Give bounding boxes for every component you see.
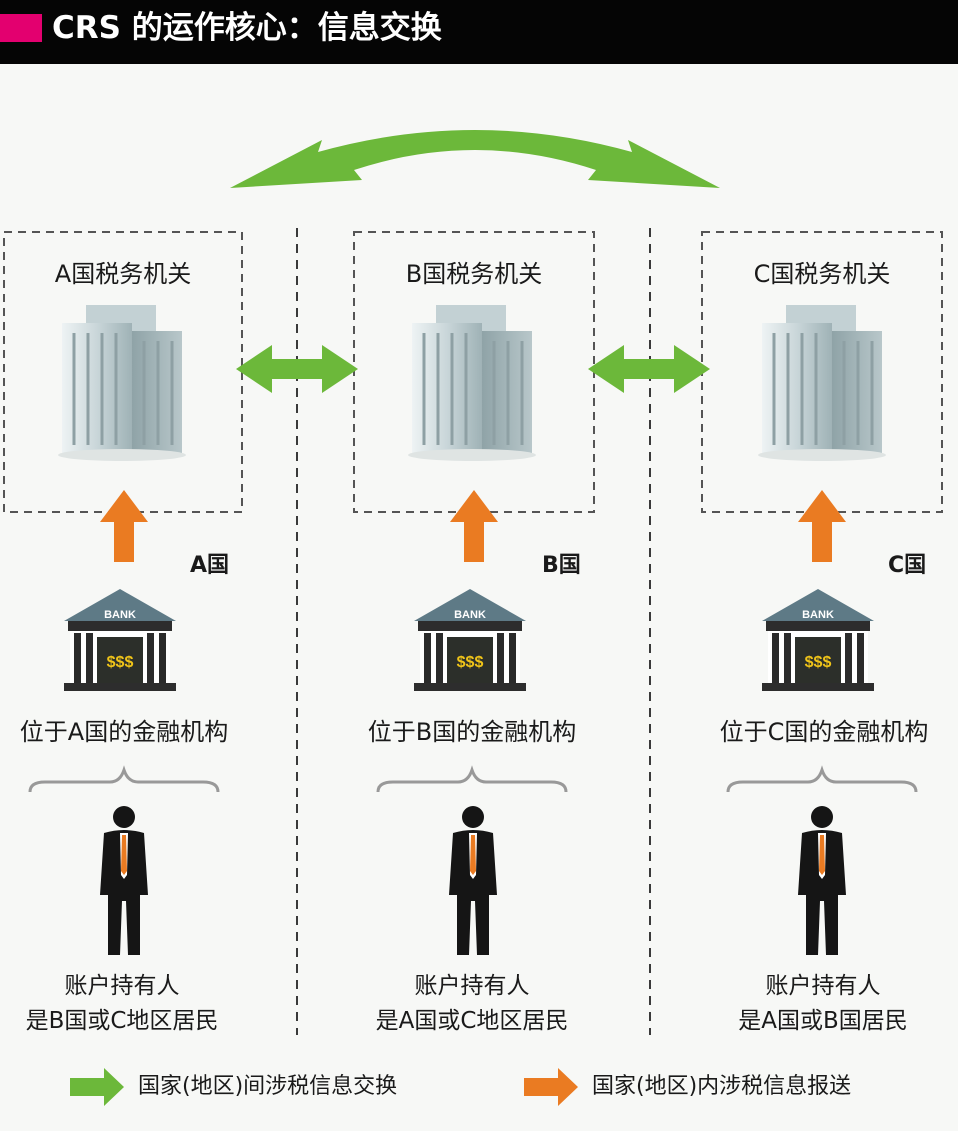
bank-sign: BANK <box>454 609 486 621</box>
bank-icon: BANK $$$ <box>762 589 874 691</box>
country-label: C国 <box>888 553 927 578</box>
brace-icon <box>28 765 220 793</box>
brace-icon <box>376 765 568 793</box>
exchange-arrow-a-c <box>230 130 720 188</box>
country-label: B国 <box>542 553 581 578</box>
account-holder-person-icon <box>449 806 497 955</box>
bank-icon: BANK $$$ <box>414 589 526 691</box>
bank-sign: BANK <box>104 609 136 621</box>
brace-icon <box>726 765 918 793</box>
vault-dollars: $$$ <box>107 654 134 671</box>
account-holder-residency: 是B国或C地区居民 <box>25 1008 219 1034</box>
report-arrow-a <box>100 490 148 562</box>
vault-dollars: $$$ <box>805 654 832 671</box>
bank-icon: BANK $$$ <box>64 589 176 691</box>
account-holder-person-icon <box>100 806 148 955</box>
tax-office-building-icon <box>758 305 886 461</box>
report-arrow-c <box>798 490 846 562</box>
title-bar: CRS 的运作核心：信息交换 <box>0 0 958 64</box>
tax-office-building-icon <box>408 305 536 461</box>
account-holder-residency: 是A国或C地区居民 <box>375 1008 569 1034</box>
account-holder-label: 账户持有人 <box>765 973 881 999</box>
account-holder-residency: 是A国或B国居民 <box>738 1008 908 1034</box>
country-label: A国 <box>190 553 230 578</box>
legend-exchange-arrow-icon <box>70 1068 124 1106</box>
account-holder-label: 账户持有人 <box>414 973 530 999</box>
legend-report-label: 国家(地区)内涉税信息报送 <box>592 1074 852 1099</box>
title-accent-bar <box>0 14 42 42</box>
vault-dollars: $$$ <box>457 654 484 671</box>
report-arrow-b <box>450 490 498 562</box>
legend-report-arrow-icon <box>524 1068 578 1106</box>
financial-institution-label: 位于B国的金融机构 <box>367 718 577 746</box>
tax-office-label: C国税务机关 <box>753 260 891 288</box>
page-title: CRS 的运作核心：信息交换 <box>52 10 442 46</box>
tax-office-building-icon <box>58 305 186 461</box>
account-holder-person-icon <box>798 806 846 955</box>
bank-sign: BANK <box>802 609 834 621</box>
tax-office-label: B国税务机关 <box>405 260 543 288</box>
financial-institution-label: 位于A国的金融机构 <box>19 718 229 746</box>
legend-exchange-label: 国家(地区)间涉税信息交换 <box>138 1074 398 1099</box>
exchange-arrow-a-b <box>236 345 358 393</box>
tax-office-label: A国税务机关 <box>54 260 192 288</box>
account-holder-label: 账户持有人 <box>64 973 180 999</box>
exchange-arrow-b-c <box>588 345 710 393</box>
financial-institution-label: 位于C国的金融机构 <box>719 718 929 746</box>
